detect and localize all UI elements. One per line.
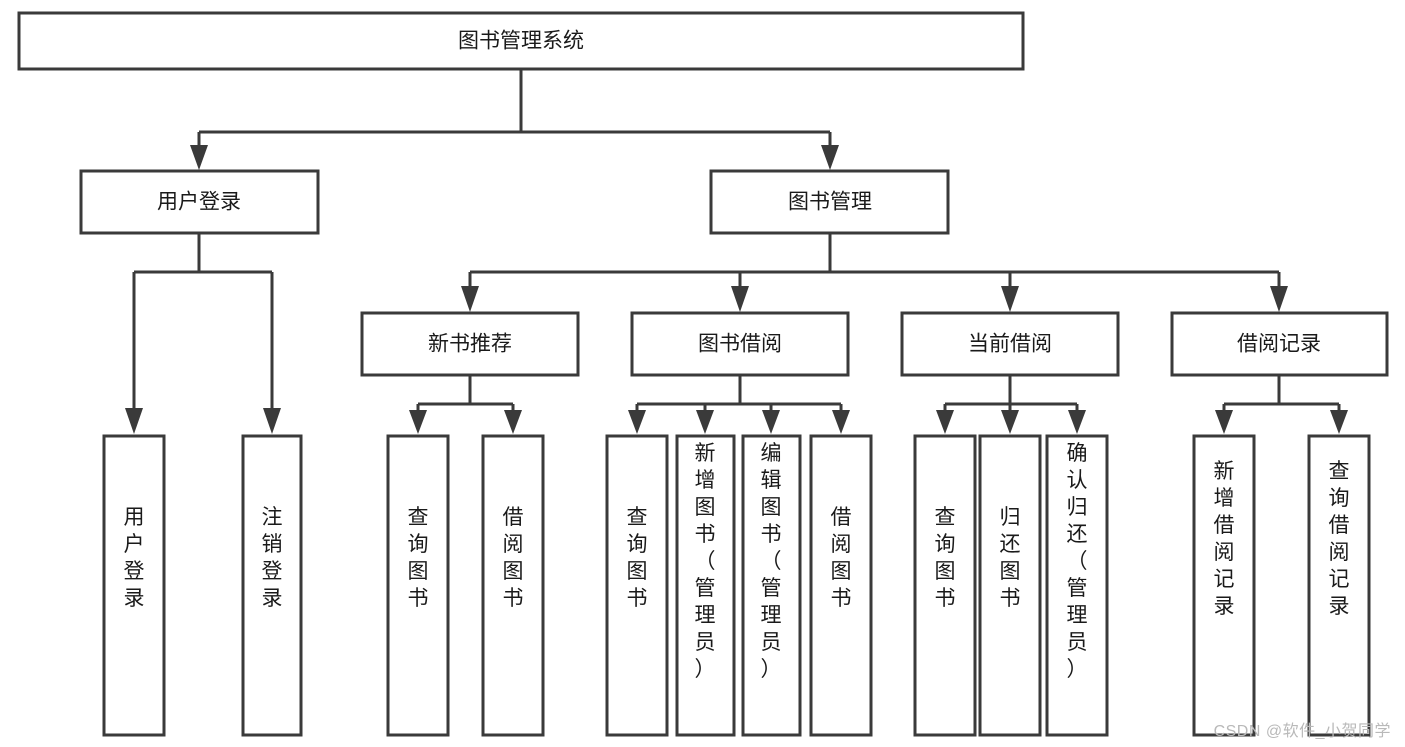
leaf-confirm-return-label: 确认归还（管理员） [1067,442,1088,681]
arrow-head-user-login [190,145,208,170]
leaf-confirm-return[interactable]: 确认归还（管理员） [1045,434,1109,737]
arrow-head-leaf-add-record [1215,410,1233,434]
node-current-borrow-label: 当前借阅 [968,333,1052,356]
node-root-box[interactable] [17,11,1025,71]
arrow-head-leaf-confirm-return [1068,410,1086,434]
leaf-add-book-box[interactable] [675,434,736,737]
leaf-add-record-box[interactable] [1192,434,1256,737]
leaf-user-logout[interactable]: 注销登录 [241,434,303,737]
arrow-head-current-borrow [1001,286,1019,312]
arrow-head-leaf-user-login [125,408,143,434]
node-borrow-record[interactable]: 借阅记录 [1170,311,1389,377]
arrow-head-leaf-add-book [696,410,714,434]
arrow-head-leaf-query-record [1330,410,1348,434]
node-user-login-label: 用户登录 [157,191,241,214]
leaf-user-logout-label: 注销登录 [262,506,283,610]
leaf-query-book-1[interactable]: 查询图书 [386,434,450,737]
leaf-add-book-label: 新增图书（管理员） [695,442,716,681]
node-book-manage[interactable]: 图书管理 [709,169,950,235]
leaf-return-book[interactable]: 归还图书 [978,434,1042,737]
leaf-query-book-2-label: 查询图书 [627,506,648,610]
leaf-query-record-label: 查询借阅记录 [1329,460,1350,618]
node-borrow-record-label: 借阅记录 [1237,333,1321,356]
leaf-query-book-1-box[interactable] [386,434,450,737]
leaf-user-login-box[interactable] [102,434,166,737]
leaf-query-book-3[interactable]: 查询图书 [913,434,977,737]
arrow-head-leaf-edit-book [762,410,780,434]
leaf-borrow-book-1-box[interactable] [481,434,545,737]
arrow-head-book-borrow [731,286,749,312]
leaf-return-book-label: 归还图书 [1000,506,1021,610]
leaf-query-record[interactable]: 查询借阅记录 [1307,434,1371,737]
leaf-return-book-box[interactable] [978,434,1042,737]
leaf-query-book-2[interactable]: 查询图书 [605,434,669,737]
arrow-head-leaf-user-logout [263,408,281,434]
node-new-book-rec-box[interactable] [360,311,580,377]
arrow-head-leaf-query-book-1 [409,410,427,434]
leaf-query-record-box[interactable] [1307,434,1371,737]
leaf-query-book-1-label: 查询图书 [408,506,429,610]
leaf-user-login-label: 用户登录 [124,506,145,610]
arrow-head-borrow-record [1270,286,1288,312]
leaf-borrow-book-2-label: 借阅图书 [831,506,852,610]
node-book-manage-label: 图书管理 [788,191,872,214]
arrow-head-leaf-query-book-3 [936,410,954,434]
arrow-head-leaf-borrow-book-1 [504,410,522,434]
node-current-borrow[interactable]: 当前借阅 [900,311,1120,377]
arrow-head-new-book-rec [461,286,479,312]
leaf-edit-book-label: 编辑图书（管理员） [761,442,782,681]
leaf-query-book-3-box[interactable] [913,434,977,737]
node-new-book-rec[interactable]: 新书推荐 [360,311,580,377]
node-root[interactable]: 图书管理系统 [17,11,1025,71]
leaf-confirm-return-box[interactable] [1045,434,1109,737]
arrow-head-book-manage [821,145,839,170]
node-user-login[interactable]: 用户登录 [79,169,320,235]
node-book-borrow[interactable]: 图书借阅 [630,311,850,377]
leaf-user-login[interactable]: 用户登录 [102,434,166,737]
leaf-borrow-book-1[interactable]: 借阅图书 [481,434,545,737]
arrow-head-leaf-return-book [1001,410,1019,434]
node-book-manage-box[interactable] [709,169,950,235]
node-current-borrow-box[interactable] [900,311,1120,377]
node-book-borrow-box[interactable] [630,311,850,377]
node-user-login-box[interactable] [79,169,320,235]
leaf-edit-book-box[interactable] [741,434,802,737]
node-book-borrow-label: 图书借阅 [698,333,782,356]
leaf-borrow-book-2[interactable]: 借阅图书 [809,434,873,737]
leaf-query-book-3-label: 查询图书 [935,506,956,610]
node-borrow-record-box[interactable] [1170,311,1389,377]
leaf-borrow-book-2-box[interactable] [809,434,873,737]
leaf-edit-book[interactable]: 编辑图书（管理员） [741,434,802,737]
node-new-book-rec-label: 新书推荐 [428,333,512,356]
node-root-label: 图书管理系统 [458,30,584,53]
leaf-add-record[interactable]: 新增借阅记录 [1192,434,1256,737]
leaf-add-book[interactable]: 新增图书（管理员） [675,434,736,737]
leaf-borrow-book-1-label: 借阅图书 [503,506,524,610]
connector-layer [125,69,1348,434]
leaf-add-record-label: 新增借阅记录 [1214,460,1235,618]
arrow-head-leaf-query-book-2 [628,410,646,434]
leaf-query-book-2-box[interactable] [605,434,669,737]
arrow-head-leaf-borrow-book-2 [832,410,850,434]
leaf-user-logout-box[interactable] [241,434,303,737]
